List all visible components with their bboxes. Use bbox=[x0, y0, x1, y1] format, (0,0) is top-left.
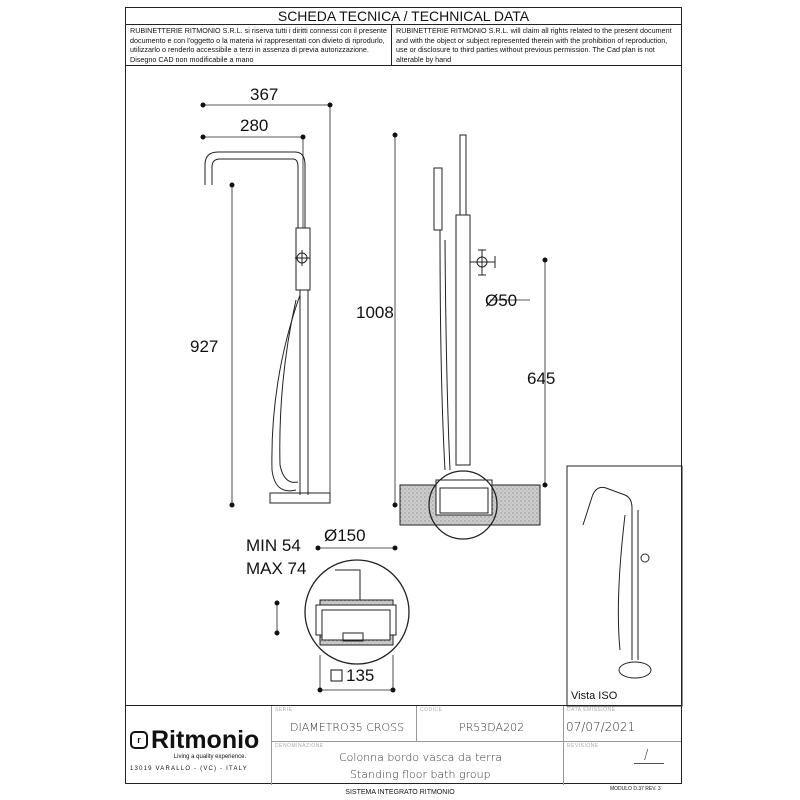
dimension-lines bbox=[203, 104, 546, 691]
dimension-endpoints bbox=[200, 102, 548, 693]
denominazione-cell: DENOMINAZIONE Colonna bordo vasca da ter… bbox=[271, 742, 563, 785]
codice-cell: CODICE PR53DA202 bbox=[416, 706, 563, 742]
dim-1008: 1008 bbox=[356, 303, 394, 322]
base-detail bbox=[304, 559, 410, 665]
copyright-notice-english: RUBINETTERIE RITMONIO S.R.L. will claim … bbox=[392, 24, 681, 66]
footer-system: SISTEMA INTEGRATO RITMONIO bbox=[345, 789, 455, 796]
description-italian: Colonna bordo vasca da terra bbox=[339, 751, 502, 764]
dim-645: 645 bbox=[527, 369, 555, 388]
dim-367: 367 bbox=[250, 85, 278, 104]
codice-label: CODICE bbox=[420, 707, 443, 713]
data-cell: DATA EMISSIONE 07/07/2021 bbox=[563, 706, 681, 742]
page-title: SCHEDA TECNICA / TECHNICAL DATA bbox=[126, 8, 681, 25]
side-view bbox=[204, 151, 331, 504]
dim-min: MIN 54 bbox=[246, 536, 301, 555]
iso-label: Vista ISO bbox=[571, 690, 618, 702]
dim-diameter-150: Ø150 bbox=[324, 526, 366, 545]
serie-cell: SERIE DIAMETRO35 CROSS bbox=[271, 706, 416, 742]
revisione-value: / bbox=[634, 748, 665, 764]
dim-diameter-50: Ø50 bbox=[485, 291, 517, 310]
front-view bbox=[399, 134, 541, 540]
serie-label: SERIE bbox=[275, 707, 293, 713]
data-label: DATA EMISSIONE bbox=[567, 707, 616, 713]
square-symbol bbox=[330, 669, 343, 682]
document-frame: SCHEDA TECNICA / TECHNICAL DATA RUBINETT… bbox=[125, 7, 682, 785]
dim-max: MAX 74 bbox=[246, 559, 306, 578]
description-english: Standing floor bath group bbox=[350, 768, 491, 781]
dim-square-135: 135 bbox=[346, 666, 374, 685]
iso-view bbox=[566, 465, 683, 707]
dim-280: 280 bbox=[240, 116, 268, 135]
slogan: Living a quality experience. bbox=[173, 754, 247, 760]
copyright-notice-italian: RUBINETTERIE RITMONIO S.R.L. si riserva … bbox=[126, 24, 392, 66]
brand-icon: r bbox=[130, 731, 148, 749]
address: 13019 VARALLO - (VC) - ITALY bbox=[130, 766, 248, 772]
brand-name: Ritmonio bbox=[151, 726, 260, 754]
dim-927: 927 bbox=[190, 337, 218, 356]
data-value: 07/07/2021 bbox=[566, 720, 636, 734]
serie-value: DIAMETRO35 CROSS bbox=[290, 721, 405, 734]
codice-value: PR53DA202 bbox=[459, 721, 525, 734]
footer-modulo: MODULO D.37 REV. 3 bbox=[610, 786, 661, 792]
revisione-cell: REVISIONE / bbox=[563, 742, 681, 785]
revisione-label: REVISIONE bbox=[567, 743, 599, 749]
denominazione-label: DENOMINAZIONE bbox=[275, 743, 324, 749]
